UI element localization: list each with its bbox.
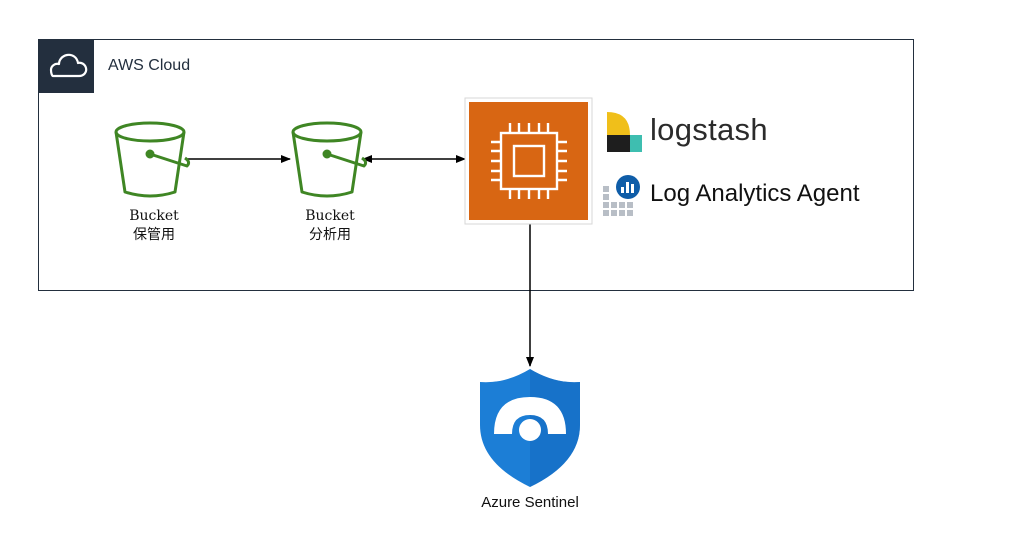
aws-cloud-label: AWS Cloud <box>108 57 191 74</box>
bucket-archive-subtitle: 保管用 <box>133 227 175 243</box>
cloud-icon <box>49 53 88 78</box>
log-analytics-agent-label: Log Analytics Agent <box>650 180 860 207</box>
bucket-analysis-title: Bucket <box>305 208 355 224</box>
aws-cloud-group <box>38 39 914 291</box>
bucket-analysis-label: Bucket 分析用 <box>270 207 390 245</box>
bucket-archive-title: Bucket <box>129 208 179 224</box>
aws-cloud-tab <box>38 39 94 93</box>
logstash-label: logstash <box>650 112 768 147</box>
azure-sentinel-label: Azure Sentinel <box>481 494 579 511</box>
bucket-analysis-subtitle: 分析用 <box>309 227 351 243</box>
bucket-archive-label: Bucket 保管用 <box>94 207 214 245</box>
